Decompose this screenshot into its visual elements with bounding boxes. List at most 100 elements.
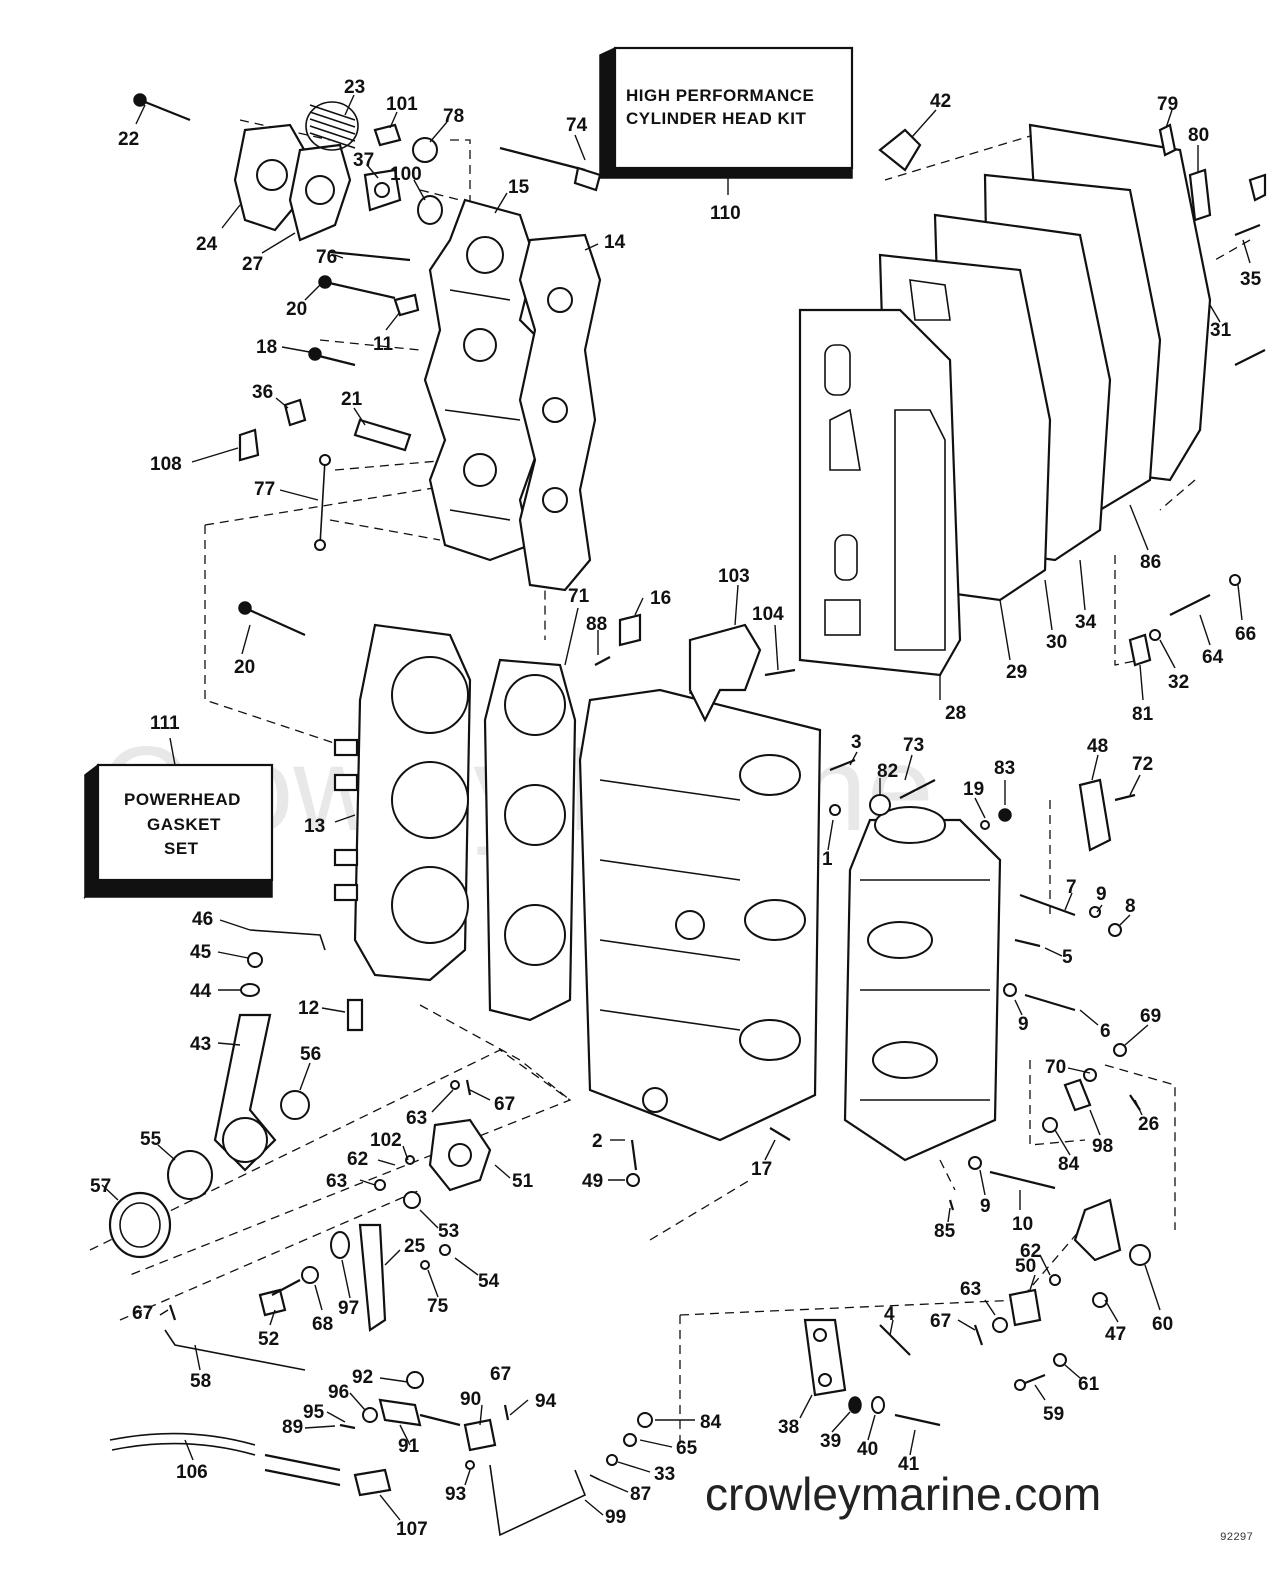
callout-67c: 67 (132, 1303, 153, 1324)
callout-59: 59 (1043, 1404, 1064, 1425)
callout-29: 29 (1006, 662, 1027, 683)
callout-90: 90 (460, 1389, 481, 1410)
callout-11: 11 (373, 334, 394, 355)
callout-104: 104 (752, 604, 784, 625)
callout-57: 57 (90, 1176, 111, 1197)
callout-87: 87 (630, 1484, 651, 1505)
callout-19: 19 (963, 779, 984, 800)
callout-6: 6 (1100, 1021, 1111, 1042)
high-performance-kit-line-2: CYLINDER HEAD KIT (626, 109, 807, 128)
callout-44: 44 (190, 981, 212, 1002)
callout-numbers: 22 23 101 78 74 110 42 79 80 24 37 100 2… (90, 77, 1262, 1540)
callout-2: 2 (592, 1131, 603, 1152)
center-hardware (594, 613, 1141, 1211)
callout-94: 94 (535, 1391, 557, 1412)
callout-110: 110 (710, 203, 741, 224)
callout-99: 99 (605, 1507, 626, 1528)
callout-79: 79 (1157, 94, 1178, 115)
callout-66: 66 (1235, 624, 1256, 645)
callout-9c: 9 (980, 1196, 991, 1217)
exhaust-cover-stack (798, 123, 1212, 677)
callout-55: 55 (140, 1129, 162, 1150)
callout-92: 92 (352, 1367, 373, 1388)
callout-41: 41 (898, 1454, 920, 1475)
callout-89: 89 (282, 1417, 303, 1438)
callout-56: 56 (300, 1044, 321, 1065)
callout-62b: 62 (1020, 1241, 1041, 1262)
callout-43: 43 (190, 1034, 211, 1055)
high-performance-kit-line-1: HIGH PERFORMANCE (626, 86, 814, 105)
callout-52: 52 (258, 1329, 279, 1350)
callout-42: 42 (930, 91, 951, 112)
callout-68: 68 (312, 1314, 333, 1335)
powerhead-gasket-line-3: SET (164, 839, 199, 858)
callout-40: 40 (857, 1439, 878, 1460)
thermostat-housing (233, 123, 352, 242)
callout-63: 63 (406, 1108, 427, 1129)
callout-85: 85 (934, 1221, 956, 1242)
bolts (133, 93, 602, 637)
callout-100: 100 (390, 164, 422, 185)
callout-78: 78 (443, 106, 464, 127)
callout-96: 96 (328, 1382, 349, 1403)
callout-65: 65 (676, 1438, 698, 1459)
spring (305, 101, 359, 151)
callout-84: 84 (1058, 1154, 1080, 1175)
callout-30: 30 (1046, 632, 1067, 653)
callout-51: 51 (512, 1171, 534, 1192)
crankcase-right (843, 806, 1002, 1162)
callout-67: 67 (494, 1094, 515, 1115)
callout-47: 47 (1105, 1324, 1126, 1345)
callout-10: 10 (1012, 1214, 1033, 1235)
callout-31: 31 (1210, 320, 1232, 341)
callout-24: 24 (196, 234, 218, 255)
callout-88: 88 (586, 614, 607, 635)
callout-18: 18 (256, 337, 277, 358)
callout-83: 83 (994, 758, 1015, 779)
callout-28: 28 (945, 703, 966, 724)
callout-74: 74 (566, 115, 588, 136)
callout-37: 37 (353, 150, 374, 171)
callout-15: 15 (508, 177, 530, 198)
cylinder-head-cover (423, 198, 547, 562)
callout-58: 58 (190, 1371, 211, 1392)
callout-75: 75 (427, 1296, 449, 1317)
callout-54: 54 (478, 1271, 500, 1292)
callout-23: 23 (344, 77, 365, 98)
callout-102: 102 (370, 1130, 402, 1151)
callout-46: 46 (192, 909, 213, 930)
callout-103: 103 (718, 566, 750, 587)
callout-5: 5 (1062, 947, 1073, 968)
callout-71: 71 (568, 586, 590, 607)
cylinder-block (333, 623, 472, 982)
callout-8: 8 (1125, 896, 1136, 917)
callout-39: 39 (820, 1431, 841, 1452)
callout-73: 73 (903, 735, 924, 756)
callout-61: 61 (1078, 1374, 1100, 1395)
callout-12: 12 (298, 998, 319, 1019)
callout-34: 34 (1075, 612, 1097, 633)
callout-67b: 67 (930, 1311, 951, 1332)
callout-35: 35 (1240, 269, 1262, 290)
callout-25: 25 (404, 1236, 426, 1257)
callout-95: 95 (303, 1402, 325, 1423)
callout-13: 13 (304, 816, 325, 837)
callout-77: 77 (254, 479, 275, 500)
bottom-center-parts (489, 1198, 1151, 1537)
callout-107: 107 (396, 1519, 428, 1540)
callout-101: 101 (386, 94, 418, 115)
callout-82: 82 (877, 761, 898, 782)
callout-17: 17 (751, 1159, 772, 1180)
callout-22: 22 (118, 129, 139, 150)
small-parts-top (363, 123, 443, 225)
callout-21: 21 (341, 389, 363, 410)
callout-1: 1 (822, 849, 833, 870)
callout-26: 26 (1138, 1114, 1159, 1135)
callout-69: 69 (1140, 1006, 1161, 1027)
callout-91: 91 (398, 1436, 420, 1457)
right-hardware (878, 123, 1267, 667)
callout-45: 45 (190, 942, 212, 963)
callout-63-right: 63 (960, 1279, 981, 1300)
callout-9b: 9 (1018, 1014, 1029, 1035)
